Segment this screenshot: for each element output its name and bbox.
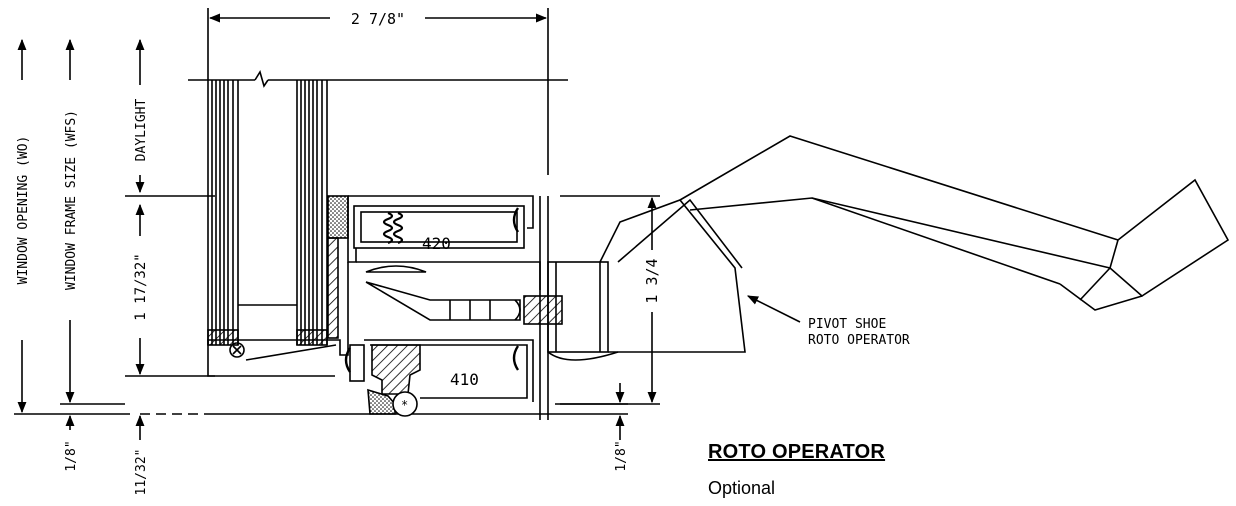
part-420-label: 420 xyxy=(422,234,451,253)
caption-subtitle: Optional xyxy=(708,478,776,498)
frame-size-label: WINDOW FRAME SIZE (WFS) xyxy=(64,110,79,290)
bottom-mid-label: 11/32" xyxy=(134,449,149,496)
glass-pane-right xyxy=(296,80,328,345)
caption-title: ROTO OPERATOR xyxy=(708,441,886,463)
operator-height-label: 1 3/4 xyxy=(643,258,661,303)
window-opening-label: WINDOW OPENING (WO) xyxy=(16,136,31,285)
crank-handle xyxy=(679,135,1230,311)
sash-height-label: 1 17/32" xyxy=(133,253,149,320)
sash-profile xyxy=(207,195,549,420)
glass-pane-left xyxy=(207,80,239,345)
daylight-label: DAYLIGHT xyxy=(134,99,149,162)
top-width-label: 2 7/8" xyxy=(351,10,405,28)
bottom-right-label: 1/8" xyxy=(614,440,629,471)
operator-housing xyxy=(547,198,746,361)
part-410-label: 410 xyxy=(450,370,479,389)
bottom-left-label: 1/8" xyxy=(64,440,79,471)
callout-line-1: PIVOT SHOE xyxy=(808,317,886,332)
callout-line-2: ROTO OPERATOR xyxy=(808,333,910,348)
svg-text:*: * xyxy=(401,398,408,412)
callout-leader xyxy=(746,295,801,323)
glass-break-line xyxy=(188,70,568,88)
operator-height-dimension xyxy=(560,195,660,405)
top-width-dimension xyxy=(207,8,549,175)
